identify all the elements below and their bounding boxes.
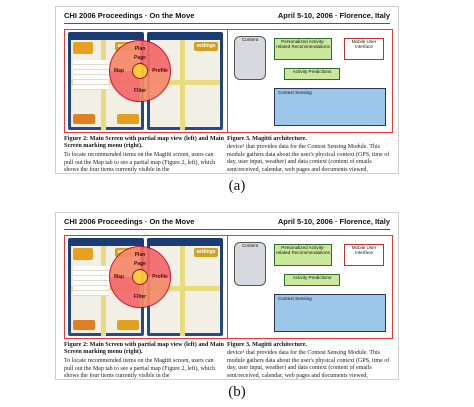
mobile-ui-label: Mobile User Interface xyxy=(351,245,377,256)
menu-plan-page[interactable]: Plan Page xyxy=(134,46,146,61)
left-body-text: To locate recommended items on the Magit… xyxy=(64,152,216,174)
header-left: CHI 2006 Proceedings · On the Move xyxy=(64,217,195,226)
phone-screen-menu: settings xyxy=(150,246,220,336)
content-store: Content xyxy=(234,242,266,286)
figure-3-architecture: Content Personalized Activity-related Re… xyxy=(227,29,393,133)
page-header: CHI 2006 Proceedings · On the Move April… xyxy=(64,216,390,228)
figure-3-architecture: Content Personalized Activity-related Re… xyxy=(227,235,393,339)
figure-2-caption: Figure 2: Main Screen with partial map v… xyxy=(64,341,224,356)
figure-3-caption: Figure 3. Magitti architecture. xyxy=(227,135,307,142)
right-body-text: device¹ that provides data for the Conte… xyxy=(227,144,390,173)
recommendations-box: Personalized Activity-related Recommenda… xyxy=(274,244,332,266)
marking-menu[interactable]: Plan Page Map Profile Filter xyxy=(109,40,171,102)
content-store-label: Content xyxy=(241,243,259,248)
recommendations-label: Personalized Activity-related Recommenda… xyxy=(276,39,330,50)
recommendations-label: Personalized Activity-related Recommenda… xyxy=(276,245,330,256)
right-body-text: device¹ that provides data for the Conte… xyxy=(227,350,390,379)
menu-plan-page[interactable]: Plan Page xyxy=(134,252,146,267)
sensing-box: Context Sensing xyxy=(274,294,386,332)
left-body-text: To locate recommended items on the Magit… xyxy=(64,358,216,380)
figure-2-phones: settings settings Plan Page Map Profile … xyxy=(64,235,230,339)
label-a: (a) xyxy=(228,178,246,194)
menu-filter[interactable]: Filter xyxy=(133,88,147,94)
activity-label: Activity Predictions xyxy=(292,275,332,280)
settings-button-menu[interactable]: settings xyxy=(194,248,218,257)
settings-button-menu[interactable]: settings xyxy=(194,42,218,51)
recommendations-box: Personalized Activity-related Recommenda… xyxy=(274,38,332,60)
marking-menu[interactable]: Plan Page Map Profile Filter xyxy=(109,246,171,308)
figure-2-phones: settings settings Plan Page Map Profile … xyxy=(64,29,230,133)
document-panel-a: CHI 2006 Proceedings · On the Move April… xyxy=(55,6,399,174)
mobile-ui-box: Mobile User Interface xyxy=(344,244,384,266)
activity-box: Activity Predictions xyxy=(284,274,340,286)
header-right: April 5-10, 2006 · Florence, Italy xyxy=(277,11,390,20)
menu-profile[interactable]: Profile xyxy=(152,274,168,280)
menu-map[interactable]: Map xyxy=(114,68,124,74)
sensing-label: Context Sensing xyxy=(278,90,312,95)
header-rule xyxy=(64,229,390,230)
label-b: (b) xyxy=(228,384,246,400)
header-rule xyxy=(64,23,390,24)
mobile-ui-box: Mobile User Interface xyxy=(344,38,384,60)
sensing-box: Context Sensing xyxy=(274,88,386,126)
figure-3-caption: Figure 3. Magitti architecture. xyxy=(227,341,307,348)
menu-filter[interactable]: Filter xyxy=(133,294,147,300)
content-store-label: Content xyxy=(241,37,259,42)
header-right: April 5-10, 2006 · Florence, Italy xyxy=(277,217,390,226)
header-left: CHI 2006 Proceedings · On the Move xyxy=(64,11,195,20)
activity-box: Activity Predictions xyxy=(284,68,340,80)
content-store: Content xyxy=(234,36,266,80)
figure-2-caption: Figure 2: Main Screen with partial map v… xyxy=(64,135,224,150)
sensing-label: Context Sensing xyxy=(278,296,312,301)
menu-profile[interactable]: Profile xyxy=(152,68,168,74)
activity-label: Activity Predictions xyxy=(292,69,332,74)
menu-map[interactable]: Map xyxy=(114,274,124,280)
mobile-ui-label: Mobile User Interface xyxy=(351,39,377,50)
document-panel-b: CHI 2006 Proceedings · On the Move April… xyxy=(55,212,399,380)
menu-center[interactable] xyxy=(132,63,148,79)
menu-center[interactable] xyxy=(132,269,148,285)
page-header: CHI 2006 Proceedings · On the Move April… xyxy=(64,10,390,22)
